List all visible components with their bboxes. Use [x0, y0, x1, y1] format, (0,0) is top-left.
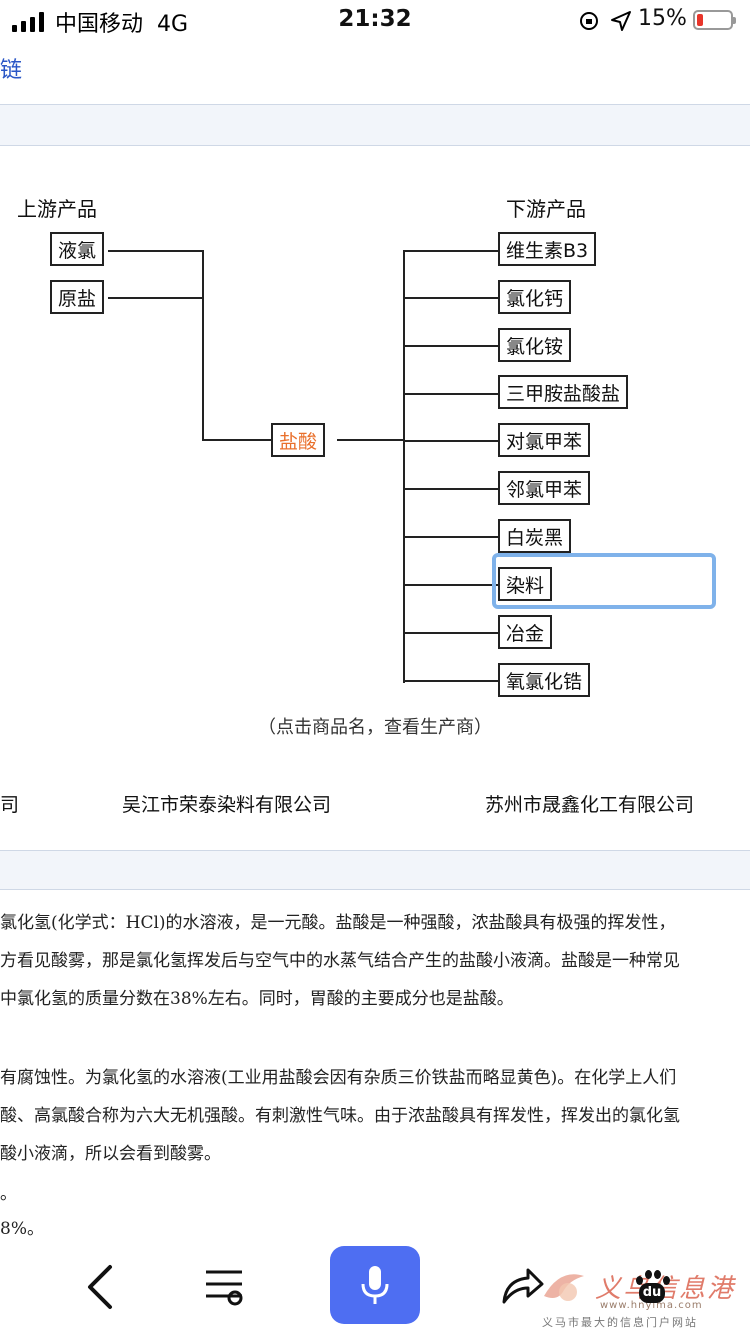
article-line: 酸小液滴，所以会看到酸雾。 — [0, 1144, 221, 1164]
diagram-hint: （点击商品名，查看生产商） — [258, 717, 492, 738]
upstream-title: 上游产品 — [17, 197, 97, 221]
company-link[interactable]: 司 — [0, 794, 20, 816]
menu-icon[interactable] — [202, 1266, 246, 1308]
downstream-node[interactable]: 维生素B3 — [498, 232, 597, 266]
connector — [403, 584, 499, 586]
connector — [403, 680, 499, 682]
clock: 21:32 — [338, 6, 412, 32]
article-line: 方看见酸雾，那是氯化氢挥发后与空气中的水蒸气结合产生的盐酸小液滴。盐酸是一种常见 — [0, 951, 680, 971]
connector — [108, 297, 203, 299]
center-node-hydrochloric-acid[interactable]: 盐酸 — [271, 423, 326, 457]
article-line: 中氯化氢的质量分数在38%左右。同时，胃酸的主要成分也是盐酸。 — [0, 989, 514, 1009]
network-label: 4G — [157, 12, 189, 37]
section-divider — [0, 104, 750, 146]
connector — [202, 250, 204, 441]
connector — [403, 488, 499, 490]
connector — [403, 250, 499, 252]
focus-highlight — [492, 553, 716, 609]
downstream-node[interactable]: 白炭黑 — [498, 519, 572, 553]
industry-chain-diagram: 上游产品 下游产品 液氯 原盐 盐酸 维生素B3 氯化钙 氯化铵 三甲胺盐酸盐 … — [17, 197, 716, 697]
watermark-logo-icon — [544, 1274, 584, 1301]
microphone-icon — [361, 1266, 389, 1304]
battery-percent: 15% — [638, 6, 687, 31]
orientation-lock-icon — [580, 12, 598, 30]
downstream-node[interactable]: 邻氯甲苯 — [498, 471, 591, 505]
article-line: 8%。 — [0, 1219, 44, 1239]
connector — [403, 345, 499, 347]
downstream-node[interactable]: 氯化铵 — [498, 328, 572, 362]
downstream-node[interactable]: 三甲胺盐酸盐 — [498, 375, 629, 409]
back-icon[interactable] — [82, 1264, 118, 1310]
voice-search-button[interactable] — [330, 1246, 420, 1324]
baidu-paw-icon: du — [632, 1268, 672, 1306]
downstream-node[interactable]: 氧氯化锆 — [498, 663, 591, 697]
company-link[interactable]: 苏州市晟鑫化工有限公司 — [485, 794, 695, 816]
article-line: 酸、高氯酸合称为六大无机强酸。有刺激性气味。由于浓盐酸具有挥发性，挥发出的氯化氢 — [0, 1106, 680, 1126]
company-link[interactable]: 吴江市荣泰染料有限公司 — [122, 794, 332, 816]
battery-icon — [693, 10, 736, 30]
connector — [202, 439, 272, 441]
section-divider — [0, 850, 750, 890]
baidu-badge-text: du — [639, 1283, 665, 1303]
top-link[interactable]: 链 — [0, 58, 23, 83]
downstream-node[interactable]: 冶金 — [498, 615, 553, 649]
share-icon[interactable] — [500, 1266, 546, 1306]
upstream-node-liquid-chlorine[interactable]: 液氯 — [50, 232, 105, 266]
location-icon — [611, 11, 631, 31]
article-line: 。 — [0, 1184, 17, 1204]
downstream-node[interactable]: 氯化钙 — [498, 280, 572, 314]
connector — [337, 439, 405, 441]
connector — [403, 297, 499, 299]
downstream-node[interactable]: 对氯甲苯 — [498, 423, 591, 457]
article-line: 氯化氢(化学式：HCl)的水溶液，是一元酸。盐酸是一种强酸，浓盐酸具有极强的挥发… — [0, 913, 676, 933]
watermark-domain: www.hnyima.com — [600, 1300, 703, 1311]
upstream-node-crude-salt[interactable]: 原盐 — [50, 280, 105, 314]
connector — [403, 440, 499, 442]
signal-icon — [12, 12, 48, 32]
watermark-subtitle: 义马市最大的信息门户网站 — [542, 1316, 698, 1329]
downstream-title: 下游产品 — [506, 197, 586, 221]
connector — [403, 250, 405, 683]
article-line: 有腐蚀性。为氯化氢的水溶液(工业用盐酸会因有杂质三价铁盐而略显黄色)。在化学上人… — [0, 1068, 677, 1088]
connector — [403, 536, 499, 538]
status-bar: 中国移动 4G 21:32 15% — [0, 0, 750, 44]
downstream-node[interactable]: 染料 — [498, 567, 553, 601]
connector — [108, 250, 203, 252]
connector — [403, 393, 499, 395]
carrier-label: 中国移动 4G — [55, 12, 189, 37]
connector — [403, 632, 499, 634]
